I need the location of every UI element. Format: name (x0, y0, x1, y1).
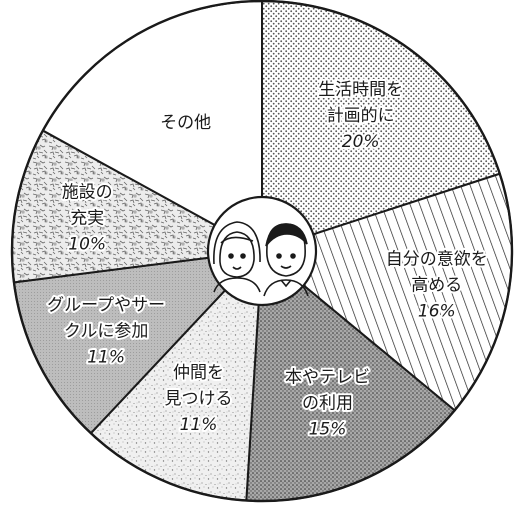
slice-value-group: 11% (87, 347, 125, 367)
slice-text-facility-1: 充実 (70, 209, 104, 229)
slice-text-other-0: その他 (160, 113, 211, 133)
slice-value-media: 15% (309, 419, 347, 439)
slice-label-halo-facility: 施設の充実 10% (62, 183, 113, 255)
slice-text-friend-0: 仲間を (173, 363, 224, 383)
slice-text-friend-1: 見つける (165, 389, 233, 409)
slice-label-other: その他 (160, 113, 211, 133)
slice-value-group: 11% (87, 347, 125, 367)
slice-text-media-1: の利用 (302, 393, 353, 413)
slice-text-friend-1: 見つける (165, 389, 233, 409)
slice-text-will-1: 高める (411, 275, 462, 295)
slice-text-other-0: その他 (160, 113, 211, 133)
slice-value-will: 16% (418, 301, 456, 321)
slice-label-halo-friend: 仲間を見つける 11% (165, 363, 233, 435)
slice-text-facility-0: 施設の (62, 183, 113, 203)
slice-text-plan-1: 計画的に (327, 106, 395, 126)
slice-value-will: 16% (418, 301, 456, 321)
slice-label-will: 自分の意欲を高める 16% (386, 249, 488, 321)
slice-label-media: 本やテレビの利用 15% (285, 367, 370, 439)
slice-value-media: 15% (309, 419, 347, 439)
slice-text-group-1: クルに参加 (64, 321, 149, 341)
slice-label-group: グループやサークルに参加 11% (47, 295, 165, 367)
pie-slices (10, 0, 514, 503)
slice-text-group-0: グループやサー (47, 295, 165, 315)
pie-labels: 生活時間を計画的に 20%生活時間を計画的に 20% 自分の意欲を高める 16%自分の意… (45, 78, 490, 441)
slice-text-media-0: 本やテレビ (285, 367, 370, 387)
pie-outline (10, 0, 514, 503)
slice-label-halo-group: グループやサークルに参加 11% (47, 295, 165, 367)
slice-text-friend-0: 仲間を (173, 363, 224, 383)
woman-icon (213, 221, 261, 293)
slice-text-group-0: グループやサー (47, 295, 165, 315)
slice-label-halo-media: 本やテレビの利用 15% (285, 367, 370, 439)
slice-text-will-0: 自分の意欲を (386, 249, 488, 269)
slice-value-friend: 11% (180, 415, 218, 435)
slice-label-plan: 生活時間を計画的に 20% (318, 80, 403, 152)
two-people-icon (206, 195, 318, 307)
slice-value-plan: 20% (342, 132, 380, 152)
man-icon (263, 223, 309, 297)
slice-label-facility: 施設の充実 10% (62, 183, 113, 255)
slice-text-facility-0: 施設の (62, 183, 113, 203)
slice-value-facility: 10% (68, 235, 106, 255)
slice-text-media-1: の利用 (302, 393, 353, 413)
slice-label-friend: 仲間を見つける 11% (165, 363, 233, 435)
slice-value-friend: 11% (180, 415, 218, 435)
slice-text-media-0: 本やテレビ (285, 367, 370, 387)
slice-value-plan: 20% (342, 132, 380, 152)
slice-text-facility-1: 充実 (70, 209, 104, 229)
slice-text-plan-0: 生活時間を (318, 80, 403, 100)
slice-text-will-1: 高める (411, 275, 462, 295)
slice-label-halo-will: 自分の意欲を高める 16% (386, 249, 488, 321)
slice-text-group-1: クルに参加 (64, 321, 149, 341)
slice-text-will-0: 自分の意欲を (386, 249, 488, 269)
slice-text-plan-0: 生活時間を (318, 80, 403, 100)
slice-text-plan-1: 計画的に (327, 106, 395, 126)
slice-value-facility: 10% (68, 235, 106, 255)
slice-label-halo-plan: 生活時間を計画的に 20% (318, 80, 403, 152)
slice-label-halo-other: その他 (160, 113, 211, 133)
